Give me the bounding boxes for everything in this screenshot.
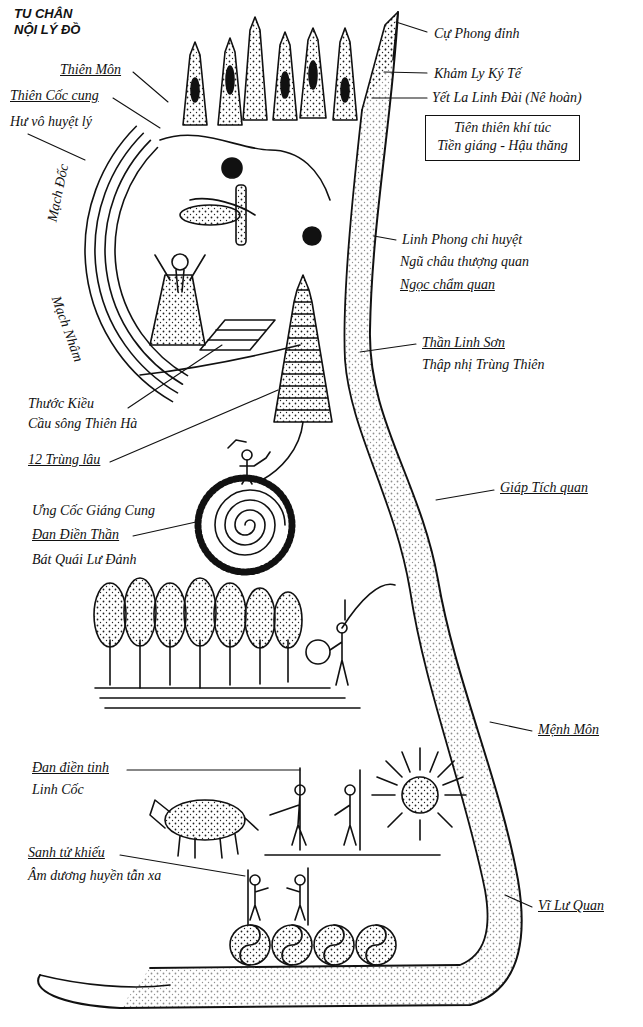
note-box: Tiên thiên khí túcTiền giáng - Hậu thăng <box>425 115 580 161</box>
region-label: Thước Kiều <box>26 396 96 413</box>
region-label: Đan điền tinh <box>30 760 111 777</box>
region-label: Giáp Tích quan <box>498 480 590 497</box>
region-label: Âm dương huyền tẫn xa <box>26 868 163 885</box>
region-label: Cầu sông Thiên Hà <box>26 416 139 433</box>
region-label: Hư vô huyệt lý <box>8 114 94 131</box>
region-label: Thiên Cốc cung <box>8 88 101 105</box>
region-label: Mạch Nhâm <box>46 292 87 366</box>
note-text: Tiền giáng - Hậu thăng <box>436 137 569 155</box>
region-label: Sanh tử khiếu <box>26 845 107 862</box>
region-label: Khảm Ly Ký Tế <box>432 66 523 83</box>
region-label: Thiên Môn <box>58 62 123 79</box>
region-label: Đan Điền Thần <box>30 527 121 544</box>
region-label: Cự Phong đỉnh <box>432 26 521 43</box>
region-label: Yết La Linh Đài (Nê hoàn) <box>430 90 584 107</box>
region-label: Mệnh Môn <box>536 722 601 739</box>
region-label: Thần Linh Sơn <box>420 335 507 352</box>
region-label: Bát Quái Lư Đảnh <box>30 552 138 569</box>
region-label: 12 Trùng lâu <box>26 452 102 469</box>
diagram-title: TU CHÂN NỘI LÝ ĐỒ <box>14 6 96 39</box>
region-label: Ngọc chẩm quan <box>398 277 497 294</box>
region-label: Mạch Đốc <box>44 161 73 226</box>
region-label: Thập nhị Trùng Thiên <box>420 357 547 374</box>
region-label: Ưng Cốc Giáng Cung <box>30 503 157 520</box>
region-label: Linh Cốc <box>30 782 86 799</box>
note-text: Tiên thiên khí túc <box>436 119 569 137</box>
region-label: Vĩ Lư Quan <box>536 898 606 915</box>
region-label: Linh Phong chi huyệt <box>400 232 524 249</box>
region-label: Ngũ châu thượng quan <box>398 254 531 271</box>
